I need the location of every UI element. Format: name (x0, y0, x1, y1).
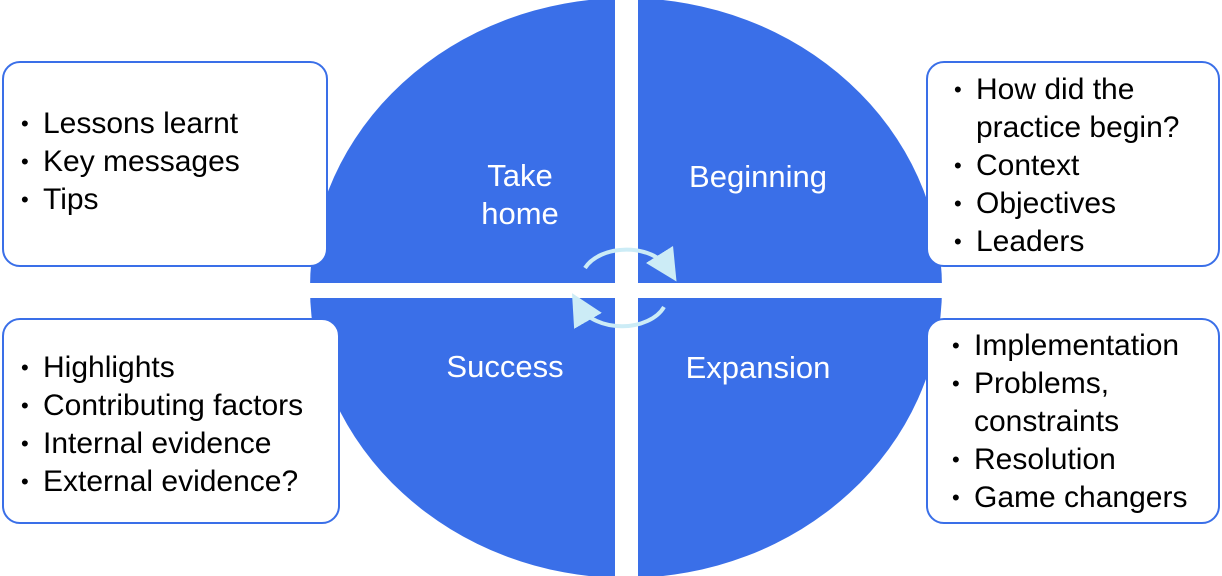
list-item: Problems, constraints (952, 365, 1220, 441)
list-item: Key messages (21, 143, 240, 181)
quadrant-label-take-home: Take home (481, 158, 559, 231)
list-item: Implementation (952, 327, 1220, 365)
quadrant-take-home (310, 0, 615, 283)
success-list: Highlights Contributing factors Internal… (21, 349, 303, 501)
list-item: Internal evidence (21, 425, 303, 463)
expansion-list: Implementation Problems, constraints Res… (952, 327, 1220, 517)
list-item: Context (954, 147, 1216, 185)
list-item: Lessons learnt (21, 105, 240, 143)
list-item: Resolution (952, 441, 1220, 479)
list-item: Objectives (954, 185, 1216, 223)
cycle-arrows-icon (571, 245, 677, 329)
take-home-box: Lessons learnt Key messages Tips (2, 61, 328, 267)
list-item: Game changers (952, 479, 1220, 517)
list-item: Tips (21, 181, 240, 219)
list-item: External evidence? (21, 463, 303, 501)
quadrant-label-success: Success (446, 349, 564, 384)
list-item: Leaders (954, 223, 1216, 261)
beginning-box: How did the practice begin? Context Obje… (926, 61, 1220, 267)
expansion-box: Implementation Problems, constraints Res… (926, 318, 1220, 524)
list-item: How did the practice begin? (954, 71, 1216, 147)
quadrant-expansion (638, 298, 942, 576)
list-item: Contributing factors (21, 387, 303, 425)
quadrant-label-beginning: Beginning (689, 159, 827, 194)
quadrant-label-expansion: Expansion (685, 350, 831, 385)
beginning-list: How did the practice begin? Context Obje… (954, 71, 1216, 261)
list-item: Highlights (21, 349, 303, 387)
quadrant-success (310, 298, 615, 576)
success-box: Highlights Contributing factors Internal… (2, 318, 340, 524)
quadrant-beginning (638, 0, 942, 283)
take-home-list: Lessons learnt Key messages Tips (21, 105, 240, 219)
